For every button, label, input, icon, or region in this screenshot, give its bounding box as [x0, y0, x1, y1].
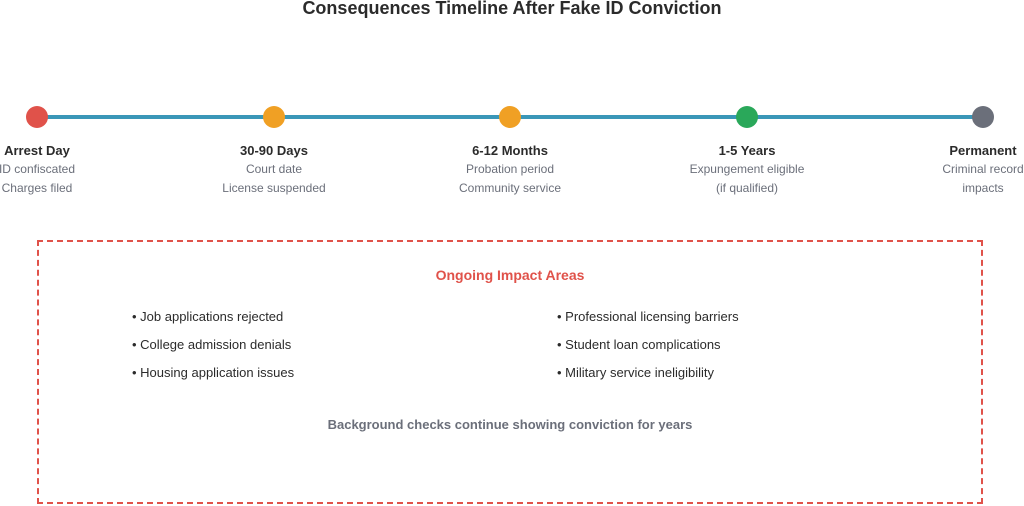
stage-detail: impacts	[962, 181, 1004, 195]
impact-item: College admission denials	[132, 331, 294, 359]
impact-item: Job applications rejected	[132, 303, 294, 331]
diagram-title: Consequences Timeline After Fake ID Conv…	[302, 0, 722, 18]
stage-label: 1-5 Years	[718, 143, 776, 158]
impact-item: Professional licensing barriers	[557, 303, 738, 331]
stage-label: Arrest Day	[4, 143, 70, 158]
stage-6-12-months: 6-12 Months Probation period Community s…	[420, 142, 600, 198]
impact-item: Housing application issues	[132, 359, 294, 387]
impact-note: Background checks continue showing convi…	[327, 417, 693, 432]
stage-detail: Court date	[245, 162, 303, 176]
stage-detail: (if qualified)	[715, 181, 779, 195]
stage-detail: License suspended	[222, 181, 326, 195]
stage-permanent: Permanent Criminal record impacts	[893, 142, 1024, 198]
stage-label: 6-12 Months	[472, 143, 548, 158]
stage-detail: Charges filed	[1, 181, 73, 195]
stage-label: Permanent	[949, 143, 1017, 158]
stage-label: 30-90 Days	[240, 143, 308, 158]
stage-1-5-years: 1-5 Years Expungement eligible (if quali…	[657, 142, 837, 198]
stage-30-90-days: 30-90 Days Court date License suspended	[184, 142, 364, 198]
timeline-dot-permanent	[972, 106, 994, 128]
stage-detail: Criminal record	[942, 162, 1024, 176]
timeline-dot-1-5-years	[736, 106, 758, 128]
timeline-dot-arrest-day	[26, 106, 48, 128]
impact-areas-box: Ongoing Impact Areas Job applications re…	[37, 240, 983, 504]
impact-list-left: Job applications rejected College admiss…	[132, 303, 294, 387]
stage-detail: Expungement eligible	[689, 162, 805, 176]
stage-detail: ID confiscated	[0, 162, 76, 176]
impact-list-right: Professional licensing barriers Student …	[557, 303, 739, 387]
timeline-dot-6-12-months	[499, 106, 521, 128]
impact-item: Student loan complications	[557, 331, 739, 359]
stage-arrest-day: Arrest Day ID confiscated Charges filed	[0, 142, 127, 198]
impact-item: Military service ineligibility	[557, 359, 739, 387]
stage-detail: Community service	[458, 181, 562, 195]
stage-detail: Probation period	[465, 162, 555, 176]
timeline-dot-30-90-days	[263, 106, 285, 128]
impact-areas-title: Ongoing Impact Areas	[435, 267, 585, 283]
